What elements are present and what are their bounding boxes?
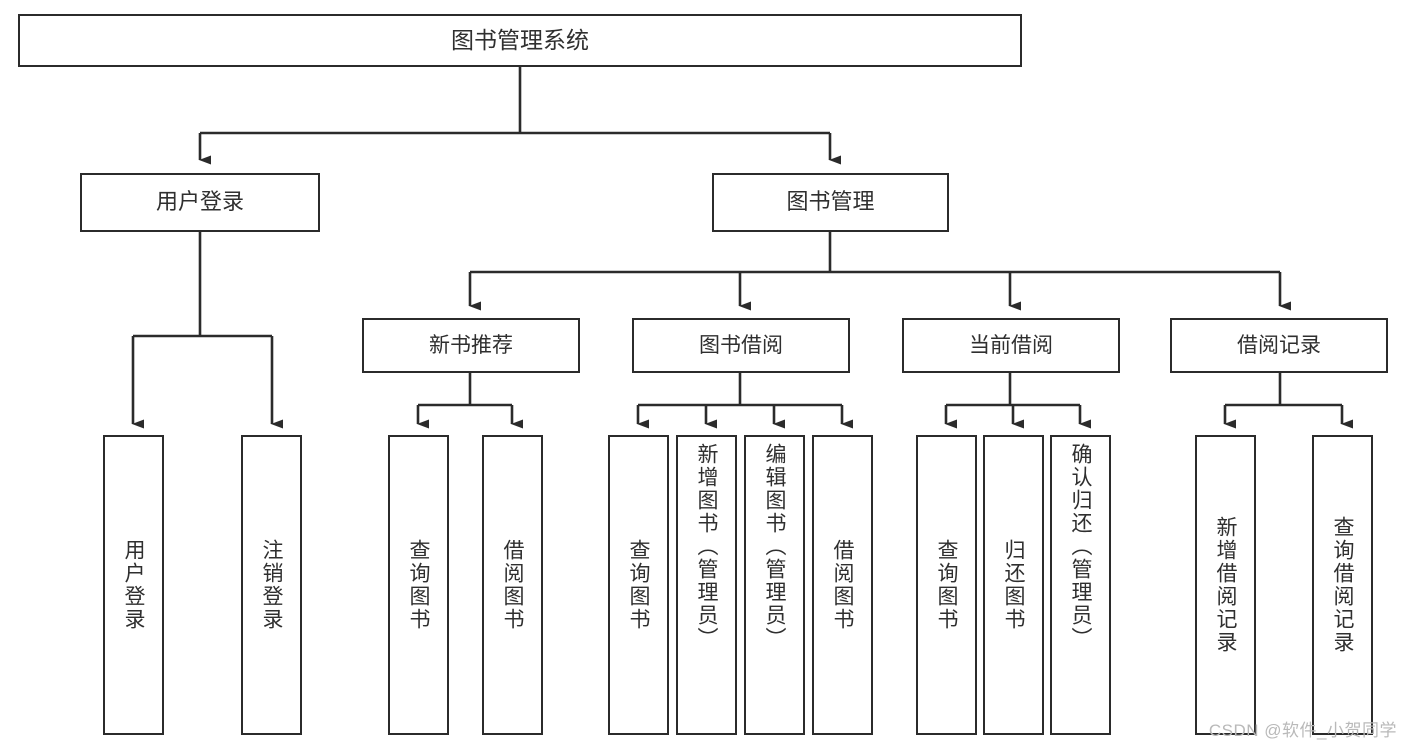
node-leaf-add-book-label: 新增图书（管理员） <box>695 443 718 650</box>
leaf-query-book-2-inner: 查询图书 <box>610 437 667 733</box>
node-leaf-query-book-3-label: 查询图书 <box>935 539 958 631</box>
node-leaf-query-book-1-label: 查询图书 <box>407 539 430 631</box>
node-root[interactable]: 图书管理系统 <box>18 14 1022 67</box>
node-leaf-user-login-label: 用户登录 <box>122 539 145 631</box>
leaf-query-book-1-inner: 查询图书 <box>390 437 447 733</box>
node-new-book-recommend-label: 新书推荐 <box>429 333 513 357</box>
node-current-borrow[interactable]: 当前借阅 <box>902 318 1120 373</box>
node-leaf-borrow-book-1-label: 借阅图书 <box>501 539 524 631</box>
leaf-borrow-book-2-inner: 借阅图书 <box>814 437 871 733</box>
node-leaf-add-book[interactable]: 新增图书（管理员） <box>676 435 737 735</box>
node-leaf-query-book-1[interactable]: 查询图书 <box>388 435 449 735</box>
leaf-user-login-inner: 用户登录 <box>105 437 162 733</box>
leaf-borrow-book-1-inner: 借阅图书 <box>484 437 541 733</box>
node-leaf-return-book-label: 归还图书 <box>1002 539 1025 631</box>
node-leaf-add-record-label: 新增借阅记录 <box>1214 516 1237 654</box>
node-leaf-query-record-label: 查询借阅记录 <box>1331 516 1354 654</box>
node-leaf-query-book-3[interactable]: 查询图书 <box>916 435 977 735</box>
leaf-confirm-return-inner: 确认归还（管理员） <box>1052 437 1109 733</box>
leaf-return-book-inner: 归还图书 <box>985 437 1042 733</box>
leaf-add-book-inner: 新增图书（管理员） <box>678 437 735 733</box>
node-new-book-recommend[interactable]: 新书推荐 <box>362 318 580 373</box>
watermark: CSDN @软件_小贺同学 <box>1208 721 1397 740</box>
node-user-login-label: 用户登录 <box>155 189 244 215</box>
node-leaf-edit-book-label: 编辑图书（管理员） <box>763 443 786 650</box>
node-leaf-user-login[interactable]: 用户登录 <box>103 435 164 735</box>
node-leaf-confirm-return[interactable]: 确认归还（管理员） <box>1050 435 1111 735</box>
node-leaf-logout-label: 注销登录 <box>260 539 283 631</box>
node-book-borrow[interactable]: 图书借阅 <box>632 318 850 373</box>
node-root-label: 图书管理系统 <box>451 26 589 53</box>
node-leaf-add-record[interactable]: 新增借阅记录 <box>1195 435 1256 735</box>
node-leaf-query-record[interactable]: 查询借阅记录 <box>1312 435 1373 735</box>
node-book-manage-label: 图书管理 <box>786 189 875 215</box>
node-leaf-borrow-book-1[interactable]: 借阅图书 <box>482 435 543 735</box>
leaf-query-book-3-inner: 查询图书 <box>918 437 975 733</box>
node-book-borrow-label: 图书借阅 <box>699 333 783 357</box>
node-leaf-borrow-book-2-label: 借阅图书 <box>831 539 854 631</box>
node-borrow-record[interactable]: 借阅记录 <box>1170 318 1388 373</box>
node-leaf-query-book-2[interactable]: 查询图书 <box>608 435 669 735</box>
leaf-edit-book-inner: 编辑图书（管理员） <box>746 437 803 733</box>
node-leaf-borrow-book-2[interactable]: 借阅图书 <box>812 435 873 735</box>
node-leaf-query-book-2-label: 查询图书 <box>627 539 650 631</box>
node-leaf-logout[interactable]: 注销登录 <box>241 435 302 735</box>
node-leaf-edit-book[interactable]: 编辑图书（管理员） <box>744 435 805 735</box>
leaf-query-record-inner: 查询借阅记录 <box>1314 437 1371 733</box>
node-leaf-confirm-return-label: 确认归还（管理员） <box>1069 443 1092 650</box>
leaf-add-record-inner: 新增借阅记录 <box>1197 437 1254 733</box>
node-leaf-return-book[interactable]: 归还图书 <box>983 435 1044 735</box>
node-user-login[interactable]: 用户登录 <box>80 173 320 232</box>
node-book-manage[interactable]: 图书管理 <box>712 173 949 232</box>
node-borrow-record-label: 借阅记录 <box>1237 333 1321 357</box>
node-current-borrow-label: 当前借阅 <box>969 333 1053 357</box>
leaf-logout-inner: 注销登录 <box>243 437 300 733</box>
